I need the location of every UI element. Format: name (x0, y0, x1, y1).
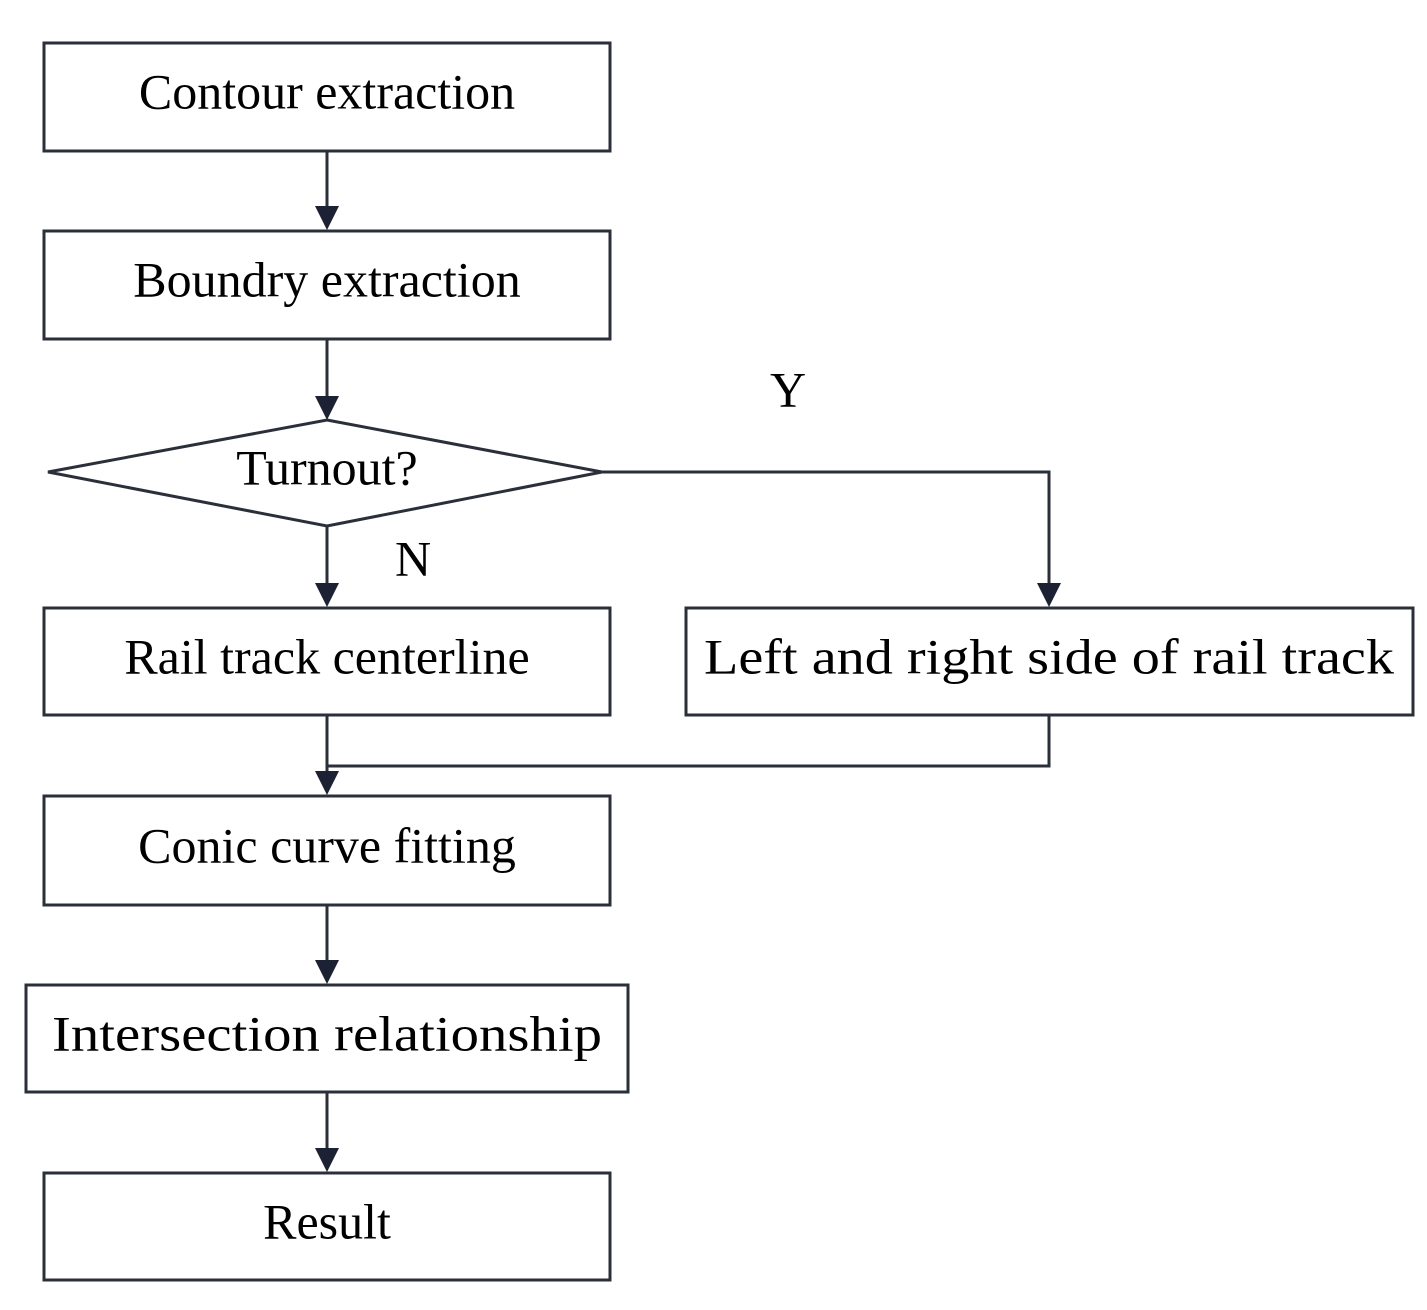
branch-label-yes: Y (770, 361, 806, 417)
node-result: Result (42, 1171, 612, 1282)
arrow-head-sides (1037, 583, 1061, 607)
arrow-head-boundary (315, 206, 339, 230)
node-rail-track-centerline: Rail track centerline (42, 606, 612, 717)
node-contour-extraction: Contour extraction (42, 41, 612, 153)
branch-label-no: N (395, 530, 431, 586)
node-conic-curve-fitting-label: Conic curve fitting (138, 817, 516, 873)
node-contour-extraction-label: Contour extraction (139, 63, 515, 119)
arrow-heads (315, 206, 1061, 1172)
node-result-box (42, 1171, 612, 1282)
node-left-right-side-label: Left and right side of rail track (704, 628, 1394, 684)
arrow-head-result (315, 1148, 339, 1172)
node-rail-track-centerline-label: Rail track centerline (124, 628, 529, 684)
node-intersection-relationship: Intersection relationship (24, 983, 630, 1094)
arrow-head-turnout (315, 396, 339, 420)
node-conic-curve-fitting: Conic curve fitting (42, 794, 612, 907)
edge-sides-to-merge (327, 715, 1051, 768)
node-rail-track-centerline-box (42, 606, 612, 717)
edge-turnout-to-sides (602, 470, 1051, 588)
node-intersection-relationship-box (24, 983, 630, 1094)
edges (325, 151, 1051, 1154)
node-contour-extraction-box (42, 41, 612, 153)
node-intersection-relationship-label: Intersection relationship (52, 1005, 602, 1061)
decision-turnout-label: Turnout? (236, 439, 418, 495)
node-left-right-side: Left and right side of rail track (684, 606, 1415, 717)
arrow-head-conic (315, 771, 339, 795)
decision-turnout-diamond (47, 418, 603, 528)
node-boundary-extraction: Boundry extraction (42, 229, 612, 341)
node-boundary-extraction-box (42, 229, 612, 341)
decision-turnout: Turnout? (47, 418, 603, 528)
node-conic-curve-fitting-box (42, 794, 612, 907)
node-boundary-extraction-label: Boundry extraction (133, 251, 520, 307)
node-result-label: Result (263, 1193, 391, 1249)
arrow-head-centerline (315, 583, 339, 607)
node-left-right-side-box (684, 606, 1415, 717)
arrow-head-intersection (315, 960, 339, 984)
